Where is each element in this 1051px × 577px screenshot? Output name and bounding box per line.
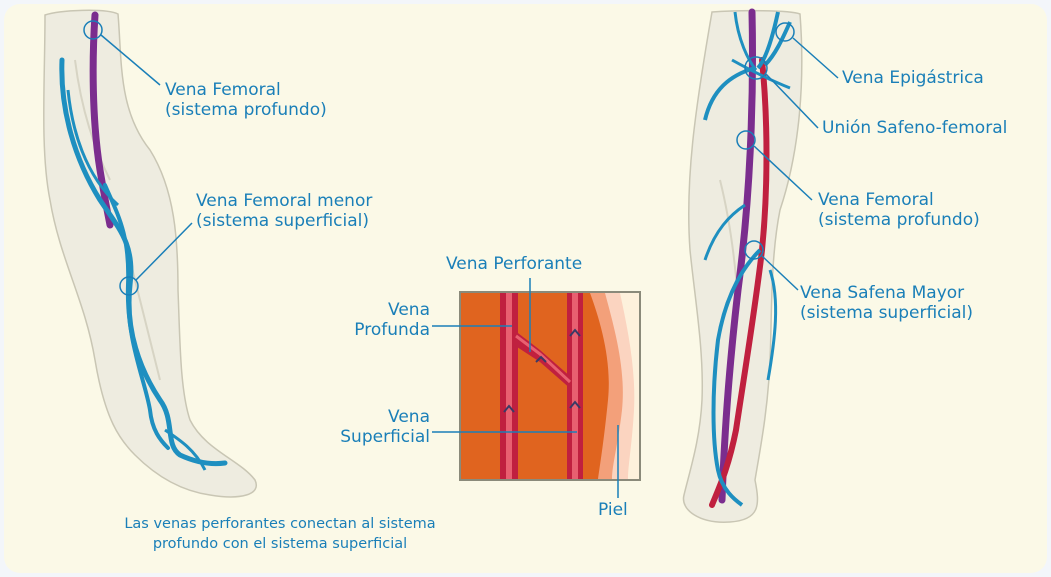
caption: Las venas perforantes conectan al sistem… — [124, 516, 436, 552]
right-femoral-marker — [736, 130, 756, 150]
right-femoral-vein — [718, 8, 756, 504]
right-saphenous-vein — [709, 57, 770, 508]
right-epigastrica-marker — [775, 22, 795, 42]
right-safena-marker — [744, 240, 764, 260]
label-left-femoral: Vena Femoral (sistema profundo) — [165, 80, 327, 120]
label-profunda: Vena Profunda — [354, 300, 430, 340]
label-epigastrica: Vena Epigástrica — [842, 68, 984, 88]
left-leg — [43, 9, 258, 498]
label-superficial: Vena Superficial — [340, 407, 430, 447]
label-union: Unión Safeno-femoral — [822, 118, 1008, 138]
label-perforante: Vena Perforante — [446, 254, 583, 274]
right-leg — [682, 8, 839, 523]
label-piel: Piel — [598, 500, 628, 520]
label-right-femoral: Vena Femoral (sistema profundo) — [818, 190, 980, 230]
left-superficial-vein-branch — [103, 183, 170, 450]
cross-section-inset — [432, 278, 641, 498]
label-left-femoral-menor: Vena Femoral menor (sistema superficial) — [196, 191, 373, 231]
left-femoral-menor-marker — [119, 276, 139, 296]
left-femoral-marker — [83, 20, 103, 40]
label-safena: Vena Safena Mayor (sistema superficial) — [800, 283, 973, 323]
right-union-marker — [744, 56, 768, 80]
